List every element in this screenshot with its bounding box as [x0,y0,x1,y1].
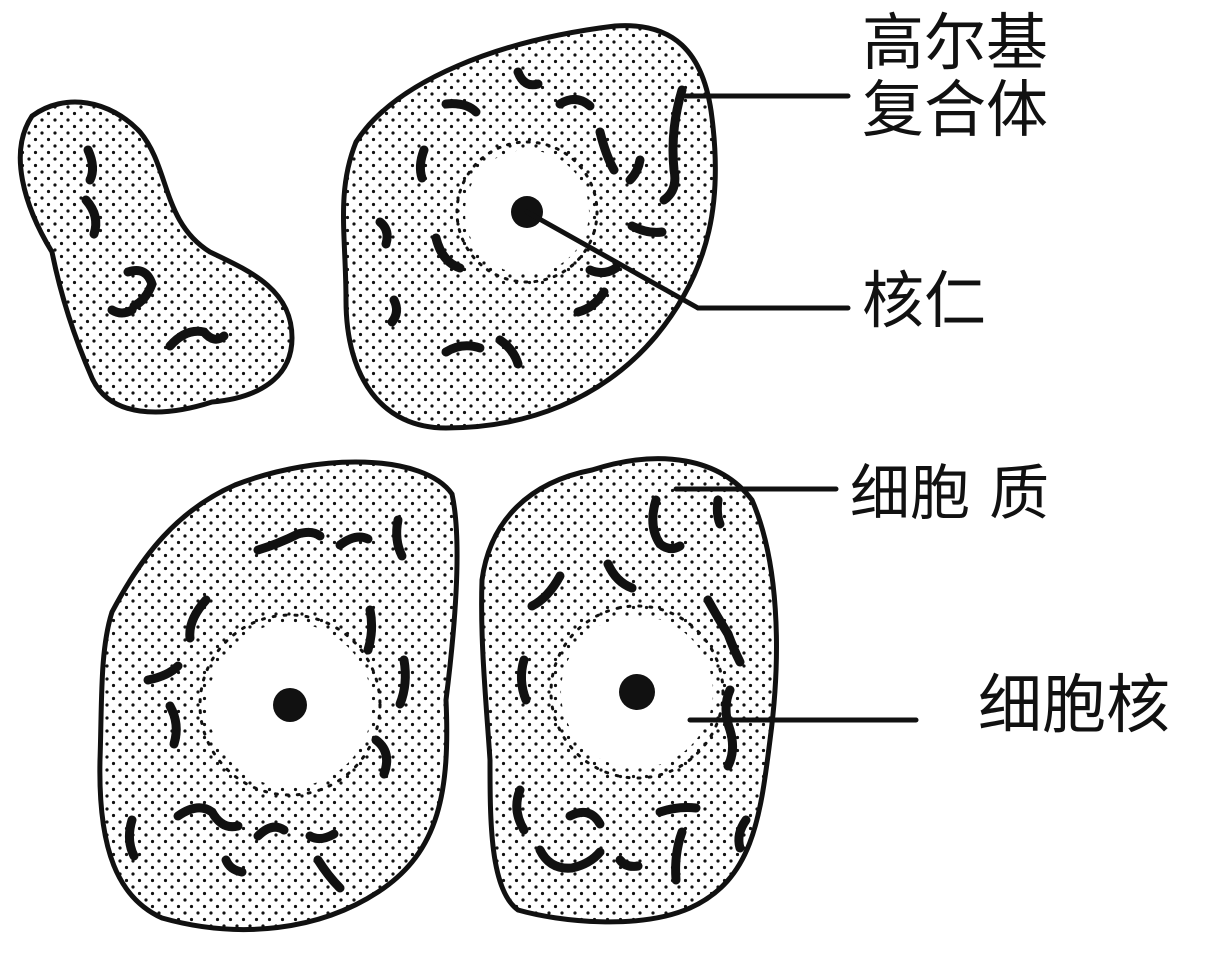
nucleolus-label: 核仁 [862,268,986,335]
cell-top-right [344,26,716,428]
nucleolus [273,688,307,722]
cell-bottom-right [482,459,777,922]
cell-small-top-left [20,102,292,412]
golgi-complex-label: 高尔基复合体 [862,10,1102,144]
cell-bottom-left [100,462,457,930]
nucleolus [619,674,655,710]
cytoplasm-label: 细胞 质 [850,462,1049,527]
nucleus-label: 细胞核 [978,672,1170,741]
